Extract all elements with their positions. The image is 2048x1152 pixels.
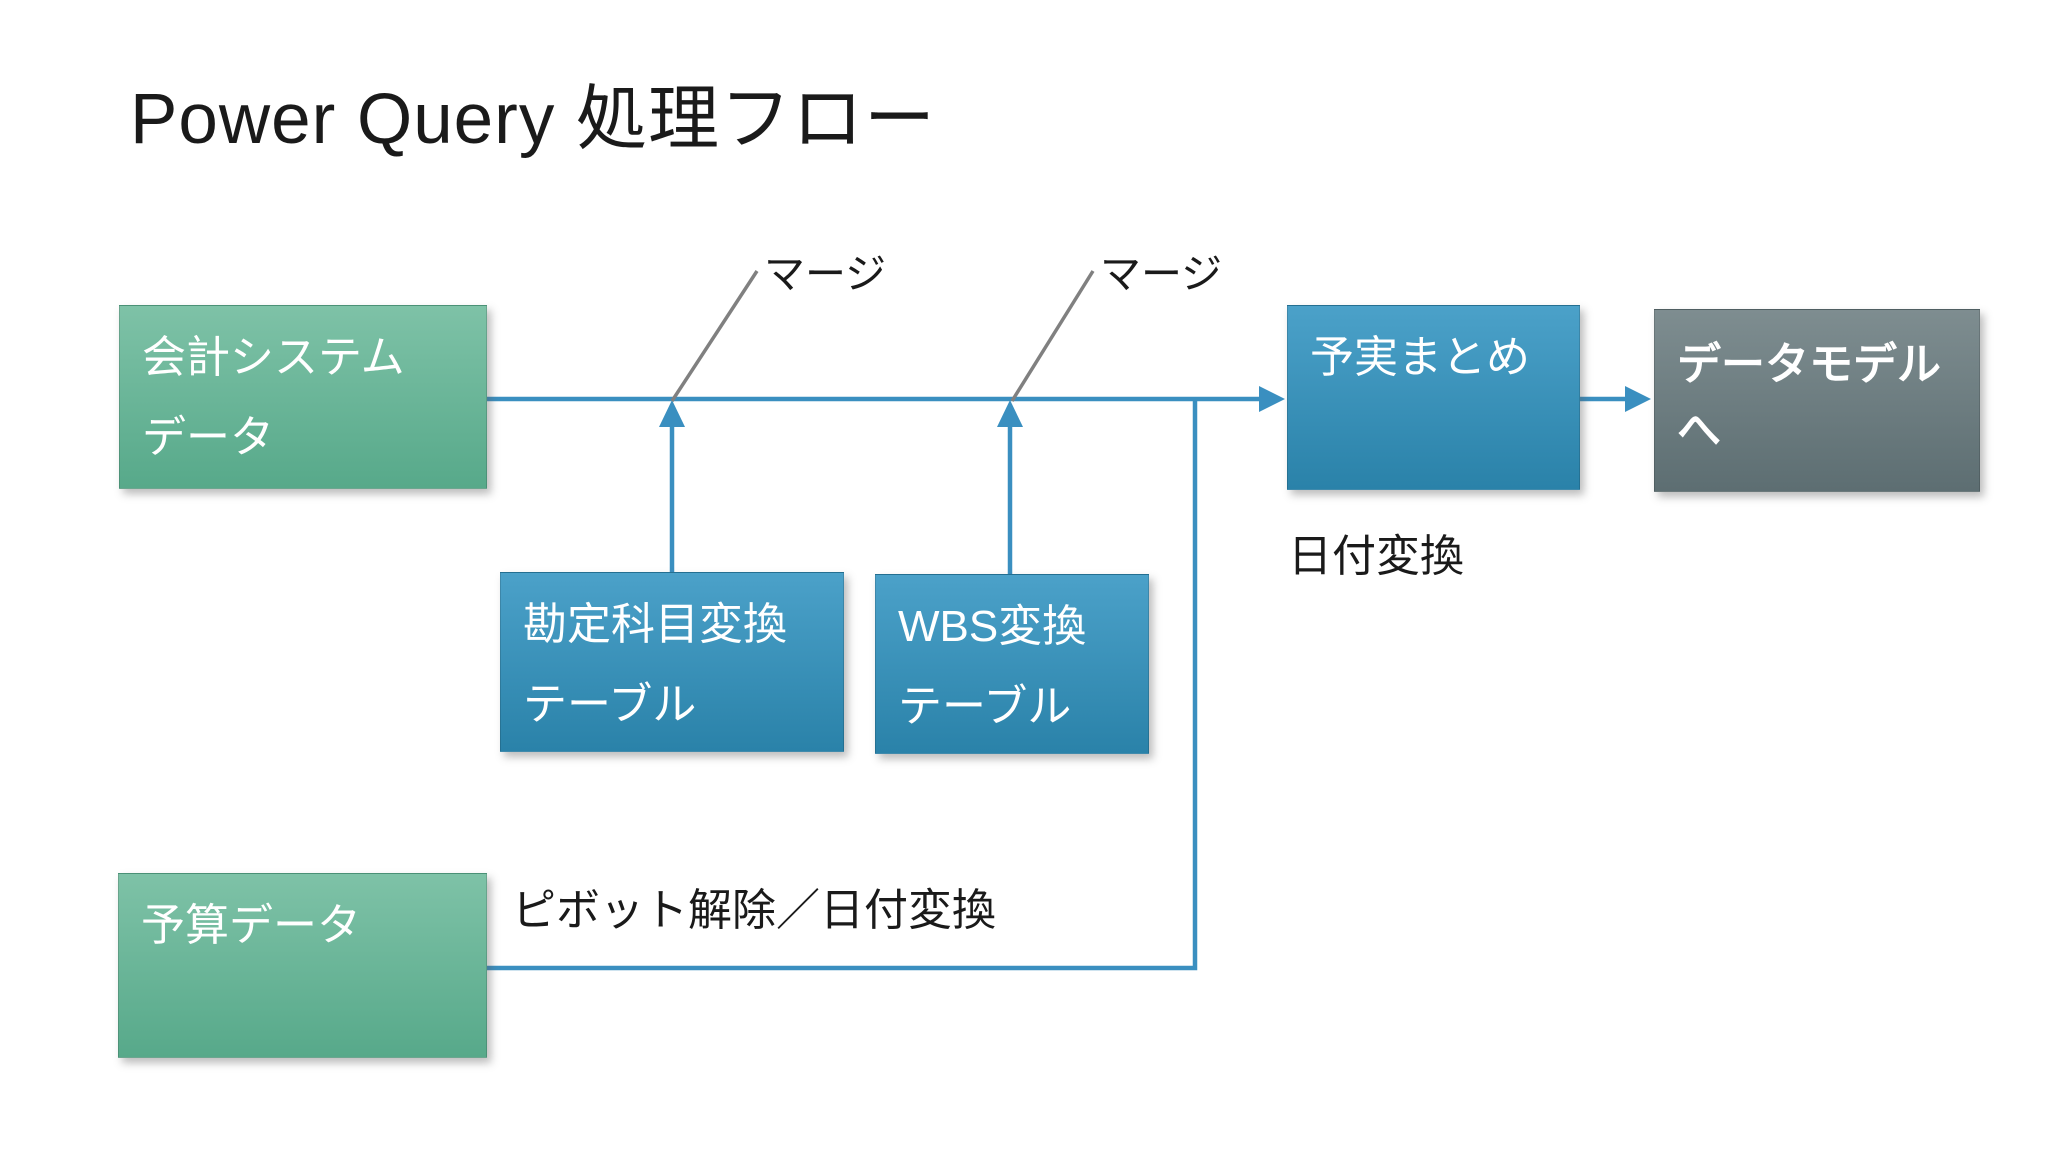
- node-label-line: データ: [142, 413, 274, 462]
- label-date-conversion: 日付変換: [1288, 532, 1464, 581]
- arrowhead-into-summary-icon: [1259, 386, 1285, 412]
- node-label-line: WBS変換: [898, 602, 1087, 651]
- node-label-line: テーブル: [898, 682, 1072, 731]
- node-label-line: 勘定科目変換: [523, 600, 787, 649]
- account-table-arrowhead-icon: [659, 400, 685, 427]
- node-budget-actual-summary: 予実まとめ: [1287, 305, 1580, 490]
- page-title: Power Query 処理フロー: [130, 80, 937, 159]
- node-label-line: データモデル: [1677, 340, 1941, 389]
- summary-to-datamodel-arrowhead-icon: [1625, 386, 1651, 412]
- node-label-line: 予算データ: [141, 901, 361, 950]
- label-merge-2: マージ: [1100, 251, 1223, 297]
- node-label-line: へ: [1677, 406, 1721, 455]
- node-to-data-model: データモデル へ: [1654, 309, 1980, 492]
- node-budget-data: 予算データ: [118, 873, 487, 1058]
- node-label-line: 予実まとめ: [1310, 333, 1530, 382]
- label-unpivot-date-conversion: ピボット解除／日付変換: [512, 886, 996, 935]
- node-label-line: テーブル: [523, 680, 697, 729]
- node-label-line: 会計システム: [142, 333, 405, 382]
- node-account-conversion-table: 勘定科目変換 テーブル: [500, 572, 844, 752]
- node-accounting-system-data: 会計システム データ: [119, 305, 487, 489]
- merge-callout-line-1: [670, 270, 759, 402]
- budget-flow-connector: [487, 399, 1198, 971]
- wbs-table-arrowhead-icon: [997, 400, 1023, 427]
- node-wbs-conversion-table: WBS変換 テーブル: [875, 574, 1149, 754]
- merge-callout-line-2: [1010, 270, 1095, 402]
- label-merge-1: マージ: [764, 251, 887, 297]
